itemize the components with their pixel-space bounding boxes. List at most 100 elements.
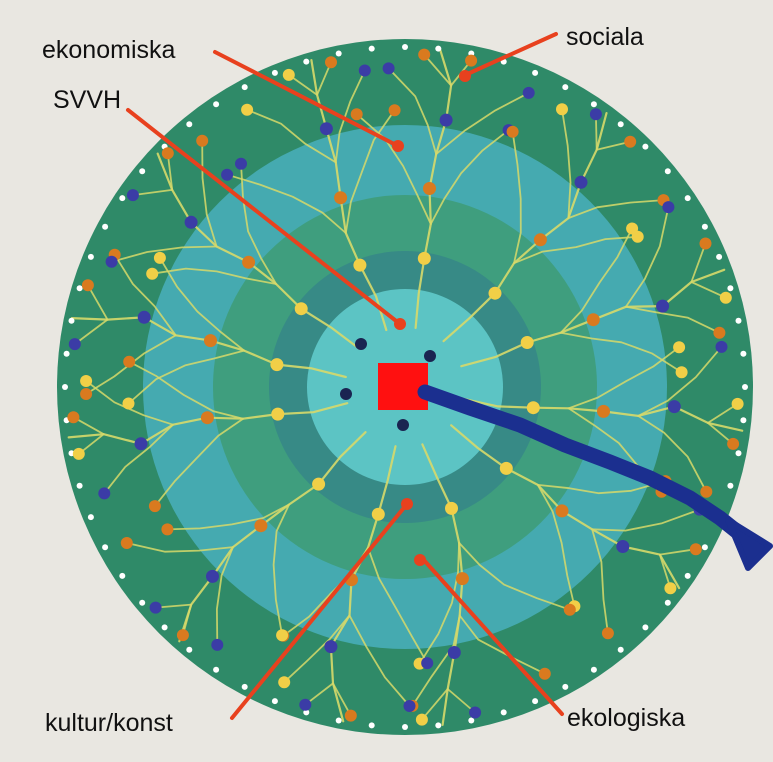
center-square	[378, 363, 428, 410]
edge-dot	[642, 143, 649, 150]
branch-line	[435, 92, 530, 156]
edge-dot	[735, 450, 742, 457]
branch-line	[166, 152, 174, 191]
branch-node	[447, 646, 461, 659]
branch-node	[196, 134, 209, 147]
branch-node	[126, 189, 139, 202]
branch-node	[271, 407, 285, 421]
branch-node	[418, 48, 431, 61]
branch-node	[626, 222, 639, 235]
branch-line	[690, 242, 707, 283]
pointer-lines	[126, 32, 564, 720]
branch-node	[276, 629, 289, 642]
branch-node	[417, 251, 431, 265]
edge-dot	[590, 101, 597, 108]
edge-dot	[271, 69, 278, 76]
branch-node	[254, 519, 268, 533]
arrow-head	[725, 517, 773, 571]
branch-node	[689, 543, 702, 556]
edge-dot	[87, 253, 94, 260]
branch-line	[387, 67, 438, 156]
edge-dot	[303, 709, 310, 716]
edge-dot	[76, 482, 83, 489]
arrow-shaft	[417, 384, 753, 546]
branch-line	[348, 614, 411, 707]
branch-node	[353, 258, 367, 272]
branch-line	[625, 305, 721, 334]
pointer-sociala-dot	[459, 70, 471, 82]
label-kultur-konst: kultur/konst	[45, 709, 173, 737]
branch-node	[675, 366, 688, 379]
branch-node	[371, 507, 385, 521]
branch-node	[713, 326, 726, 339]
edge-dot	[735, 317, 742, 324]
inner-node	[397, 419, 409, 431]
branch-node	[67, 411, 80, 424]
edge-dot	[617, 646, 624, 653]
edge-dot	[468, 717, 475, 724]
edge-dot	[76, 285, 83, 292]
edge-dot	[271, 698, 278, 705]
branch-node	[700, 485, 713, 498]
branch-line	[559, 227, 633, 334]
pointer-svvh	[126, 108, 402, 326]
branch-line	[166, 503, 291, 531]
edge-dot	[727, 285, 734, 292]
branch-node	[538, 667, 551, 680]
branch-line	[283, 614, 351, 684]
branch-node	[455, 572, 469, 586]
edge-dot	[303, 58, 310, 65]
branch-line	[411, 614, 461, 707]
branch-node	[80, 375, 93, 387]
edge-dot	[500, 709, 507, 716]
edge-dot	[701, 223, 708, 230]
branch-line	[125, 542, 234, 553]
branch-node	[122, 397, 135, 410]
edge-dot	[335, 717, 342, 724]
branch-line	[418, 542, 461, 665]
branch-node	[120, 537, 133, 549]
branch-node	[526, 401, 540, 415]
branch-node	[206, 569, 219, 583]
edge-dot	[742, 384, 748, 390]
branch-line	[246, 108, 337, 164]
branch-line	[73, 318, 109, 346]
edge-dot	[68, 317, 75, 324]
branch-node	[278, 676, 291, 689]
branch-node	[403, 700, 416, 712]
edge-dot	[368, 45, 375, 52]
branch-node	[204, 334, 217, 348]
branch-line	[103, 423, 174, 495]
branch-node	[98, 487, 111, 500]
branch-node	[667, 400, 681, 414]
branch-node	[324, 640, 338, 654]
edge-dot	[664, 599, 671, 606]
branch-line	[536, 483, 576, 608]
pointer-sociala	[461, 32, 558, 78]
branch-node	[601, 627, 614, 640]
branch-node	[241, 103, 254, 116]
edge-dot	[684, 572, 691, 579]
edge-dot	[102, 223, 109, 230]
branch-node	[555, 504, 569, 518]
branch-node	[421, 657, 434, 670]
label-svvh: SVVH	[53, 86, 122, 114]
edge-dot	[335, 50, 342, 57]
branch-node	[388, 104, 401, 117]
inner-node	[340, 388, 352, 400]
branch-line	[458, 614, 546, 675]
branch-node	[68, 338, 81, 351]
branch-line	[429, 129, 510, 225]
branch-line	[153, 417, 245, 508]
branch-line	[355, 113, 432, 225]
edge-dot	[241, 683, 248, 690]
label-ekologiska: ekologiska	[567, 704, 686, 732]
edge-dot	[562, 84, 569, 91]
branch-line	[513, 235, 639, 265]
branch-node	[358, 64, 371, 77]
branch-line	[113, 253, 177, 337]
branch-node	[589, 108, 602, 121]
branch-node	[586, 313, 600, 327]
